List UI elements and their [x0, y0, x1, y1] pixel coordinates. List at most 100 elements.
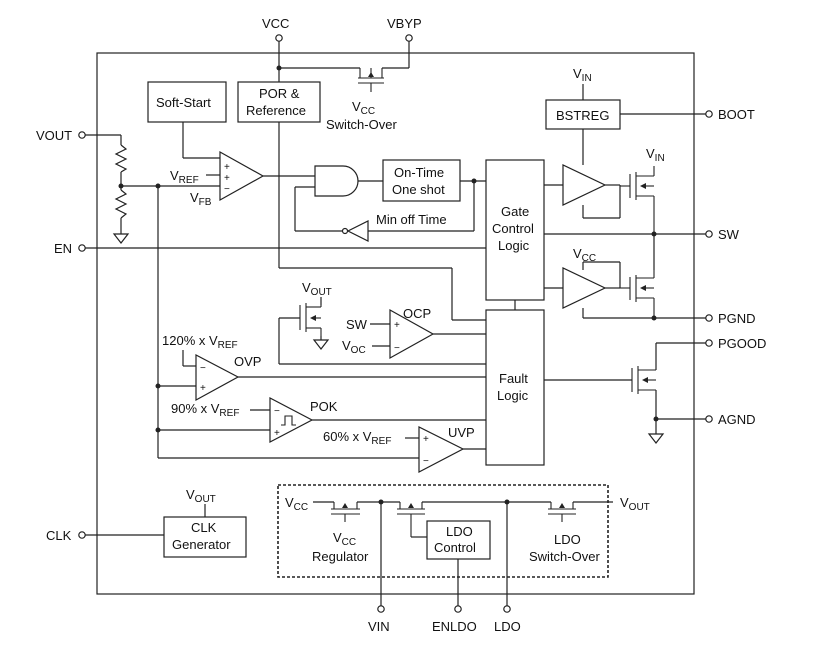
ldo-vcc-label: VCC [285, 495, 308, 513]
soft-start-label: Soft-Start [156, 95, 211, 110]
uvp-label: UVP [448, 425, 475, 440]
vcc-switchover-vcc-label: VCC [352, 99, 375, 117]
resistor-bottom [114, 189, 128, 219]
gate-label-line2: Control [492, 221, 534, 236]
vfb-label: VFB [190, 190, 212, 208]
on-time-label-line1: On-Time [394, 165, 444, 180]
pin-boot-label: BOOT [718, 107, 755, 122]
pin-en[interactable] [78, 244, 86, 252]
por-label-line2: Reference [246, 103, 306, 118]
uvp-comparator [418, 426, 465, 473]
pok-ref-label: 90% x VREF [171, 401, 239, 419]
pin-clk[interactable] [78, 531, 86, 539]
ocp-comparator [389, 308, 435, 360]
ldo-switchover-label-line2: Switch-Over [529, 549, 600, 564]
gate-label-line1: Gate [501, 204, 529, 219]
pin-vin-label: VIN [368, 619, 390, 634]
ldo-control-mosfet [397, 502, 425, 537]
vcc-switchover-label: Switch-Over [326, 117, 397, 132]
ocp-vout-label: VOUT [302, 280, 332, 298]
gate-label-line3: Logic [498, 238, 530, 253]
pin-pgood[interactable] [705, 339, 713, 347]
pin-vin[interactable] [377, 605, 385, 613]
ocp-sw-label: SW [346, 317, 368, 332]
pin-vbyp[interactable] [405, 34, 413, 42]
pin-clk-label: CLK [46, 528, 72, 543]
pin-enldo-label: ENLDO [432, 619, 477, 634]
ocp-label: OCP [403, 306, 431, 321]
divider-ground-icon [112, 233, 130, 244]
clk-gen-label-line2: Generator [172, 537, 231, 552]
bstreg-block [545, 99, 621, 130]
vin-top-label: VIN [573, 66, 592, 84]
min-off-time-buffer [346, 220, 369, 242]
por-label-line1: POR & [259, 86, 300, 101]
high-side-mosfet [620, 166, 655, 234]
uvp-ref-label: 60% x VREF [323, 429, 391, 447]
fault-logic-block [485, 309, 545, 466]
ldo-switchover-label-line1: LDO [554, 532, 581, 547]
pin-sw[interactable] [705, 230, 713, 238]
svg-text:+: + [200, 383, 206, 394]
svg-text:+: + [224, 162, 230, 173]
vcc-driver-label: VCC [573, 246, 596, 264]
svg-text:−: − [423, 456, 429, 467]
ldo-control-label-line2: Control [434, 540, 476, 555]
resistor-top [114, 144, 128, 173]
vref-label: VREF [170, 168, 199, 186]
pin-pgood-label: PGOOD [718, 336, 766, 351]
pin-sw-label: SW [718, 227, 740, 242]
pin-vcc[interactable] [275, 34, 283, 42]
vcc-switchover-mosfet [279, 67, 409, 92]
clk-gen-label-line1: CLK [191, 520, 217, 535]
ldo-vout-label: VOUT [620, 495, 650, 513]
svg-text:+: + [274, 428, 280, 439]
pin-boot[interactable] [705, 110, 713, 118]
on-time-label-line2: One shot [392, 182, 445, 197]
vcc-regulator-mosfet [331, 502, 360, 522]
ldo-control-label-line1: LDO [446, 524, 473, 539]
fault-label-line2: Logic [497, 388, 529, 403]
min-off-time-label: Min off Time [376, 212, 447, 227]
ldo-switchover-mosfet [548, 502, 576, 522]
ovp-ref-label: 120% x VREF [162, 333, 238, 351]
pin-pgnd-label: PGND [718, 311, 756, 326]
clk-generator-block [163, 516, 247, 558]
svg-text:−: − [394, 343, 400, 354]
svg-text:+: + [224, 173, 230, 184]
pin-vbyp-label: VBYP [387, 16, 422, 31]
pin-vcc-label: VCC [262, 16, 289, 31]
vin-mosfet-label: VIN [646, 146, 665, 164]
pin-enldo[interactable] [454, 605, 462, 613]
pok-label: POK [310, 399, 338, 414]
error-amplifier [219, 150, 265, 202]
low-side-mosfet [620, 270, 655, 318]
ldo-section-outline [277, 484, 609, 578]
hysteresis-icon [281, 415, 296, 426]
vcc-regulator-label: Regulator [312, 549, 369, 564]
gate-control-logic-block [485, 159, 545, 301]
soft-start-block [147, 81, 227, 123]
svg-text:−: − [224, 184, 230, 195]
pin-vout-label: VOUT [36, 128, 72, 143]
pin-ldo-label: LDO [494, 619, 521, 634]
pin-ldo[interactable] [503, 605, 511, 613]
pin-en-label: EN [54, 241, 72, 256]
pin-vout[interactable] [78, 131, 86, 139]
pin-agnd[interactable] [705, 415, 713, 423]
pin-agnd-label: AGND [718, 412, 756, 427]
ocp-voc-label: VOC [342, 338, 366, 356]
pin-pgnd[interactable] [705, 314, 713, 322]
bstreg-label: BSTREG [556, 108, 609, 123]
svg-text:+: + [394, 320, 400, 331]
ldo-control-block [426, 520, 491, 560]
pok-comparator [269, 397, 314, 443]
clk-vout-label: VOUT [186, 487, 216, 505]
ovp-comparator [195, 354, 240, 402]
regulator-vcc-label: VCC [333, 530, 356, 548]
on-time-one-shot-block [382, 159, 461, 202]
ovp-label: OVP [234, 354, 261, 369]
pgood-mosfet [631, 366, 656, 394]
fault-label-line1: Fault [499, 371, 528, 386]
